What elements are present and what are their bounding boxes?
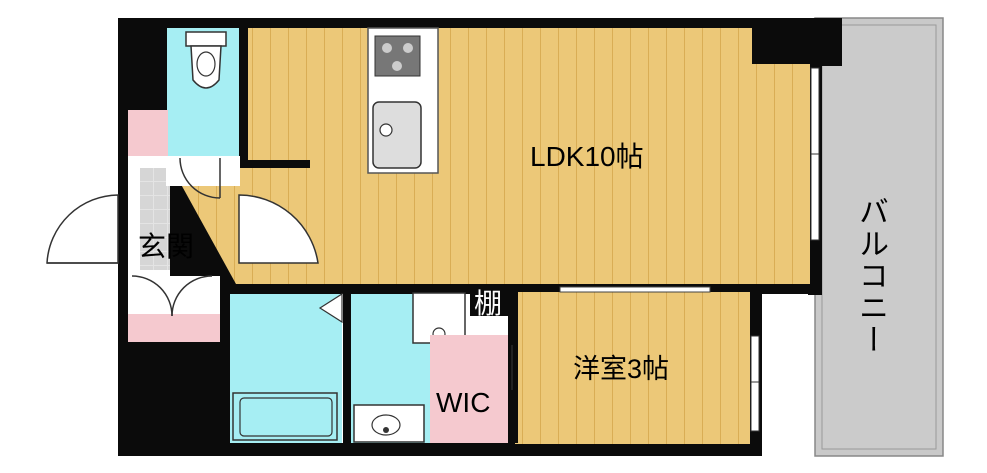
room-label-wic: WIC: [436, 387, 491, 418]
partition-wall: [248, 160, 310, 168]
room-label-balcony: バルコニー: [854, 196, 887, 356]
room-label-shelf: 棚: [474, 288, 503, 319]
door-swing-icon: [131, 157, 221, 317]
bathtub-icon: [232, 392, 338, 441]
door-swing-icon: [46, 194, 119, 264]
door-swing-icon: [238, 194, 319, 264]
sink-icon: [372, 101, 422, 169]
wic-room: [430, 286, 518, 443]
door-swing-icon: [318, 292, 343, 324]
stove-icon: [374, 35, 421, 77]
room-label-entrance: 玄関: [138, 231, 195, 262]
ldk-floor: [172, 18, 810, 284]
room-label-western: 洋室3帖: [573, 354, 670, 384]
toilet-icon: [185, 31, 227, 89]
western-room-floor: [515, 292, 750, 444]
sliding-door: [559, 286, 711, 293]
room-label-ldk: LDK10帖: [530, 141, 644, 172]
balcony-area: [814, 17, 944, 457]
window-icon: [750, 67, 820, 432]
washbasin-icon: [353, 404, 425, 443]
entrance-area: [128, 110, 240, 342]
